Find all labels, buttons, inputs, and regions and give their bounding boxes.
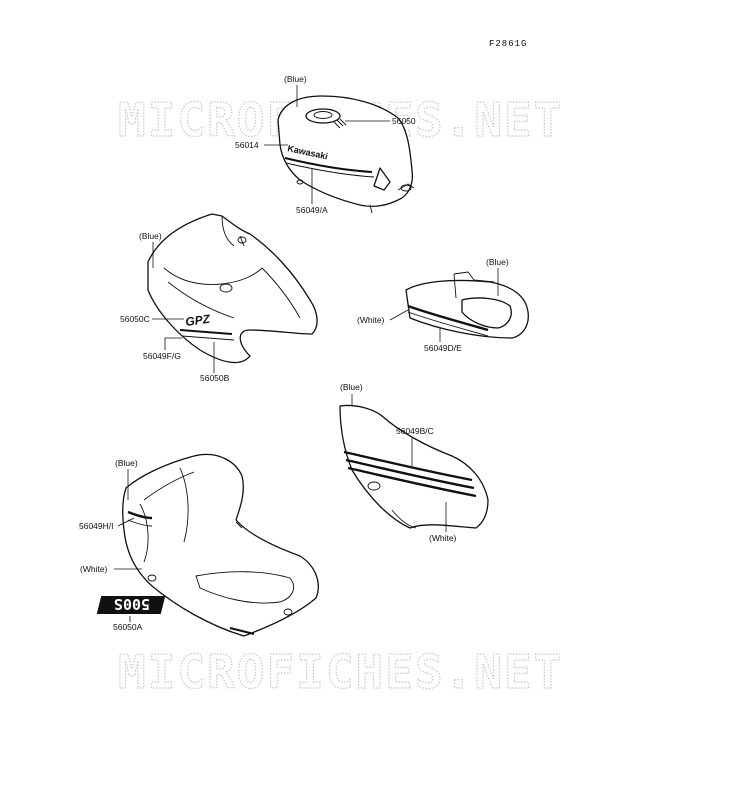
watermark-bottom: MICROFICHES.NET <box>118 645 563 699</box>
decal-56050 <box>333 118 347 129</box>
figure-id: F2861G <box>489 39 527 49</box>
tail-piece <box>405 271 529 339</box>
emblem-text: 500S <box>114 595 150 613</box>
label-side-white: (White) <box>429 533 457 543</box>
tank-emblem <box>373 167 391 191</box>
label-56050b: 56050B <box>200 373 230 383</box>
gpz-decal: GPZ <box>184 312 211 329</box>
lower-fairing <box>122 453 319 637</box>
label-tail-blue: (Blue) <box>486 257 509 267</box>
side-cover <box>339 404 489 529</box>
label-side-blue: (Blue) <box>340 382 363 392</box>
label-56049a: 56049/A <box>296 205 328 215</box>
label-fairing-blue: (Blue) <box>139 231 162 241</box>
label-tank-blue: (Blue) <box>284 74 307 84</box>
label-56049bc: 56049B/C <box>396 426 434 436</box>
label-56050c: 56050C <box>120 314 150 324</box>
upper-fairing: GPZ <box>147 213 318 364</box>
fuel-tank: Kawasaki <box>277 95 415 214</box>
label-lower-white: (White) <box>80 564 108 574</box>
label-tail-white: (White) <box>357 315 385 325</box>
label-56049hi: 56049H/I <box>79 521 114 531</box>
label-56050: 56050 <box>392 116 416 126</box>
label-56014: 56014 <box>235 140 259 150</box>
label-56049de: 56049D/E <box>424 343 462 353</box>
label-56050a: 56050A <box>113 622 143 632</box>
emblem-decal-56050a: 500S <box>96 595 166 614</box>
label-56049fg: 56049F/G <box>143 351 181 361</box>
fuel-cap <box>305 108 341 124</box>
label-lower-blue: (Blue) <box>115 458 138 468</box>
